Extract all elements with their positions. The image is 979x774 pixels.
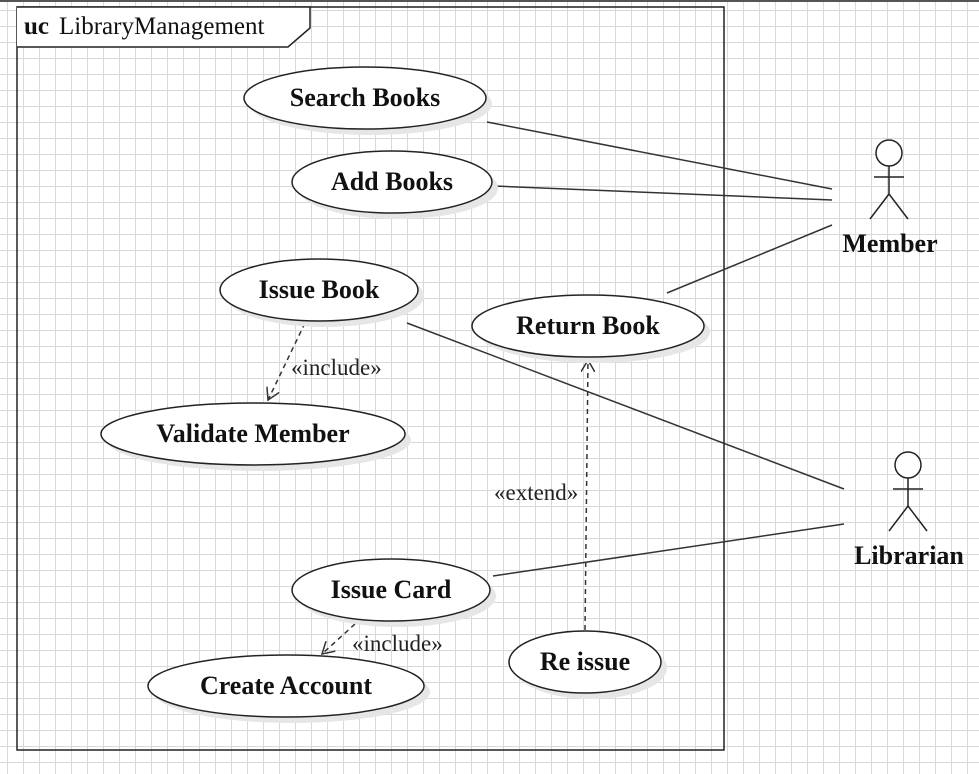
usecase-search-books[interactable]: Search Books (243, 66, 492, 135)
assoc-issuebook-librarian (406, 322, 845, 490)
stick-figure-icon (888, 451, 928, 532)
usecase-issue-card[interactable]: Issue Card (291, 558, 496, 627)
extend-reissue-return (585, 360, 588, 631)
stick-figure-icon (869, 139, 909, 220)
usecase-validate-member-label: Validate Member (156, 419, 349, 448)
usecase-re-issue[interactable]: Re issue (508, 630, 667, 699)
assoc-search-member (486, 121, 833, 190)
include-issuecard-createaccount (322, 623, 356, 654)
usecase-re-issue-label: Re issue (540, 647, 630, 676)
assoc-add-member (493, 185, 833, 201)
include-label-1: «include» (291, 355, 382, 380)
usecase-issue-book[interactable]: Issue Book (219, 258, 424, 327)
usecase-add-books[interactable]: Add Books (291, 150, 498, 219)
frame-keyword: uc (24, 13, 49, 40)
actor-member[interactable]: Member (842, 139, 938, 258)
frame-title: LibraryManagement (59, 13, 265, 40)
actor-librarian-label: Librarian (854, 541, 964, 570)
usecase-return-book-label: Return Book (516, 311, 660, 340)
system-boundary-frame[interactable]: uc LibraryManagement (16, 6, 725, 751)
usecase-return-book[interactable]: Return Book (471, 294, 710, 363)
usecase-create-account-label: Create Account (200, 671, 372, 700)
top-border (0, 0, 979, 2)
usecase-search-books-label: Search Books (290, 83, 441, 112)
extend-label: «extend» (494, 480, 578, 505)
include-label-2: «include» (352, 631, 443, 656)
usecase-create-account[interactable]: Create Account (147, 654, 430, 723)
actor-librarian[interactable]: Librarian (854, 451, 964, 570)
usecase-issue-card-label: Issue Card (331, 575, 452, 604)
assoc-return-member (666, 224, 833, 294)
usecase-add-books-label: Add Books (331, 167, 453, 196)
actor-member-label: Member (842, 229, 937, 258)
assoc-issuecard-librarian (492, 523, 845, 577)
usecase-issue-book-label: Issue Book (259, 275, 380, 304)
usecase-validate-member[interactable]: Validate Member (100, 402, 411, 471)
